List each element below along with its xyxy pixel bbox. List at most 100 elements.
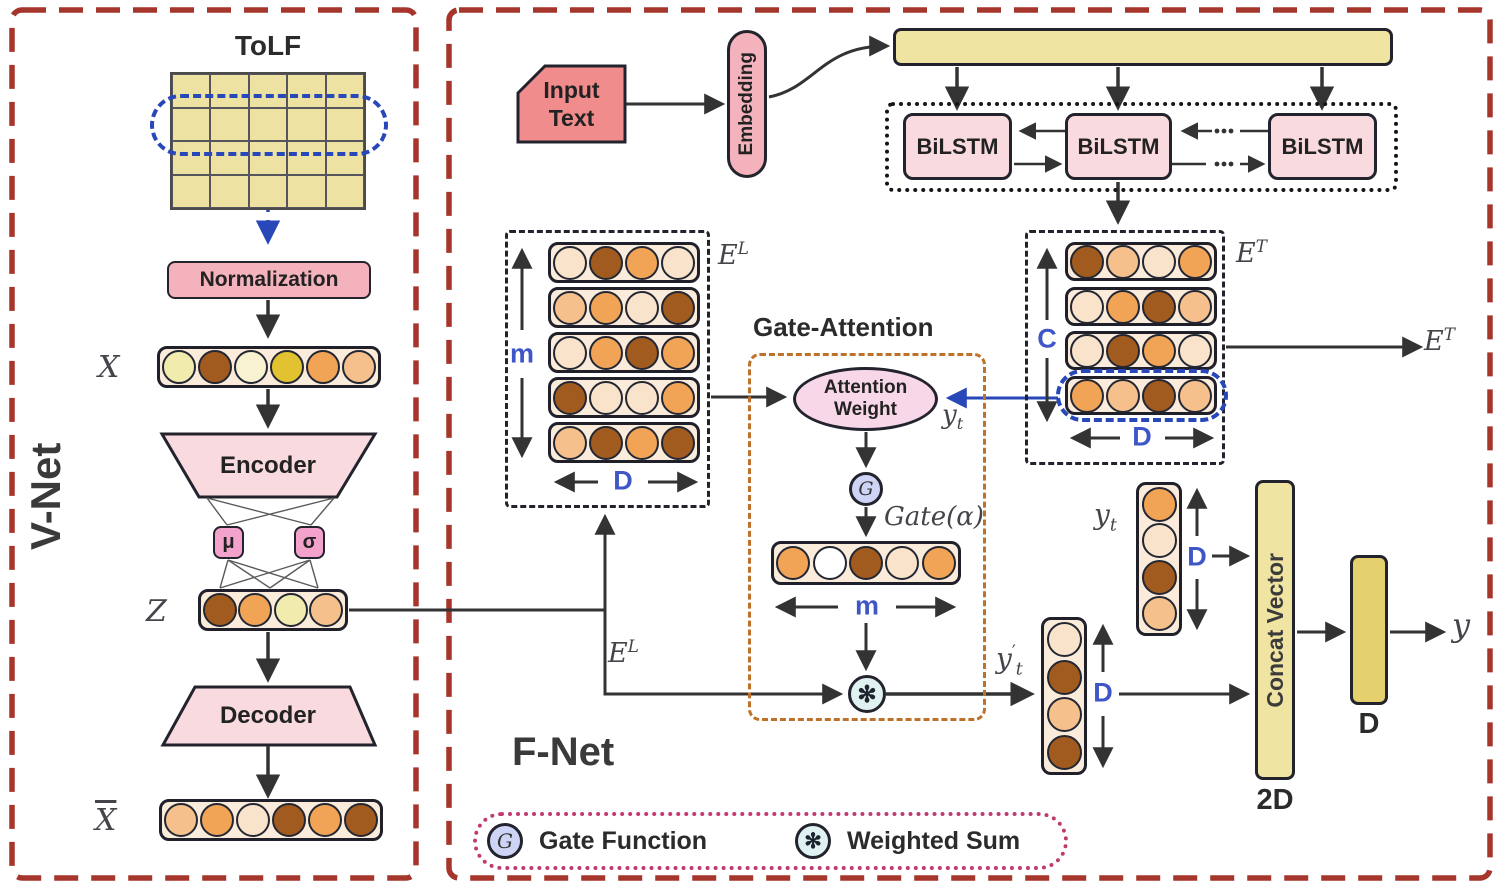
yt-attention-label: yt [942,400,964,434]
feature-dot [342,350,376,384]
dense-box [1350,555,1388,705]
z-vector-label: Z [146,594,167,629]
tolf-grid-cell [172,174,211,208]
feature-dot [164,803,198,837]
feature-dot [661,245,695,280]
normalization-box: Normalization [167,261,371,299]
feature-dot [1106,244,1140,279]
feature-dot [344,803,378,837]
concat-vector-label: Concat Vector [1261,552,1288,708]
el-branch-label: EL [608,636,639,669]
x-vector [157,346,381,388]
feature-dot [589,425,623,460]
feature-dot [661,425,695,460]
feature-dot [848,546,883,580]
yt-vector-label: yt [1094,498,1117,536]
el-m-dim-label: m [509,338,535,369]
et-matrix-label: ET [1236,236,1267,269]
attention-weight-ellipse: Attention Weight [793,367,938,431]
feature-dot [589,380,623,415]
gate-m-dim-label: m [854,590,880,621]
yt-vector [1136,482,1182,636]
feature-dot [589,335,623,370]
el-row [548,422,700,463]
feature-dot [1178,289,1212,324]
et-row [1065,242,1217,281]
tolf-grid-cell [210,174,249,208]
concat-vector-box: Concat Vector [1255,480,1295,780]
feature-dot [309,593,344,627]
bilstm-box-2: BiLSTM [1065,113,1172,180]
et-row-selection-pill [1056,369,1228,422]
feature-dot [625,335,659,370]
z-vector [198,589,348,631]
et-row [1065,287,1217,326]
feature-dot [270,350,304,384]
feature-dot [1070,244,1104,279]
et-row [1065,331,1217,370]
feature-dot [234,350,268,384]
feature-dot [1141,596,1177,632]
embedding-label: Embedding [736,52,757,156]
feature-dot [272,803,306,837]
encoder-label: Encoder [219,452,317,479]
feature-dot [625,245,659,280]
yt-d-dim-label: D [1187,541,1207,572]
feature-dot [1070,289,1104,324]
legend-weighted-sum-label: Weighted Sum [847,827,1021,855]
gate-alpha-vector [771,541,961,585]
el-d-dim-label: D [613,465,633,496]
legend-gate-function-icon: G [487,823,523,859]
tolf-grid-cell [248,174,288,208]
et-c-dim-label: C [1037,323,1057,354]
feature-dot [589,245,623,280]
feature-dot [308,803,342,837]
feature-dot [236,803,270,837]
gate-attention-title: Gate-Attention [753,312,934,342]
feature-dot [553,425,587,460]
feature-dot [885,546,920,580]
output-label: y [1452,606,1471,644]
feature-dot [200,803,234,837]
feature-dot [1141,559,1177,595]
feature-dot [306,350,340,384]
feature-dot [661,335,695,370]
embedding-box: Embedding [727,30,767,178]
el-row [548,287,700,328]
el-matrix-label: EL [718,238,749,271]
fnet-panel-title: F-Net [512,730,615,774]
x-vector-label: X [98,350,120,385]
feature-dot [625,380,659,415]
feature-dot [1106,333,1140,368]
input-text-label: Input Text [543,77,600,131]
tolf-grid-cell [287,174,326,208]
yt-prime-vector [1041,617,1087,775]
feature-dot [1142,244,1176,279]
feature-dot [625,290,659,325]
tolf-title: ToLF [234,30,302,61]
feature-dot [198,350,232,384]
el-row [548,332,700,373]
feature-dot [1141,523,1177,559]
feature-dot [1046,622,1082,658]
feature-dot [1178,244,1212,279]
mu-box: μ [213,526,244,559]
feature-dot [553,290,587,325]
sigma-box: σ [294,526,325,559]
gate-function-icon: G [849,472,883,506]
feature-dot [1106,289,1140,324]
feature-dot [589,290,623,325]
feature-dot [1142,333,1176,368]
tolf-row-selection-pill [150,94,388,156]
feature-dot [1142,289,1176,324]
ytp-d-dim-label: D [1093,677,1113,708]
concat-dim-label: 2D [1256,784,1294,816]
feature-dot [1070,333,1104,368]
feature-dot [1178,333,1212,368]
tolf-grid-cell [325,174,364,208]
feature-dot [1046,697,1082,733]
feature-dot [553,245,587,280]
yt-prime-label: y′t [996,642,1023,680]
bilstm-box-1: BiLSTM [903,113,1012,180]
